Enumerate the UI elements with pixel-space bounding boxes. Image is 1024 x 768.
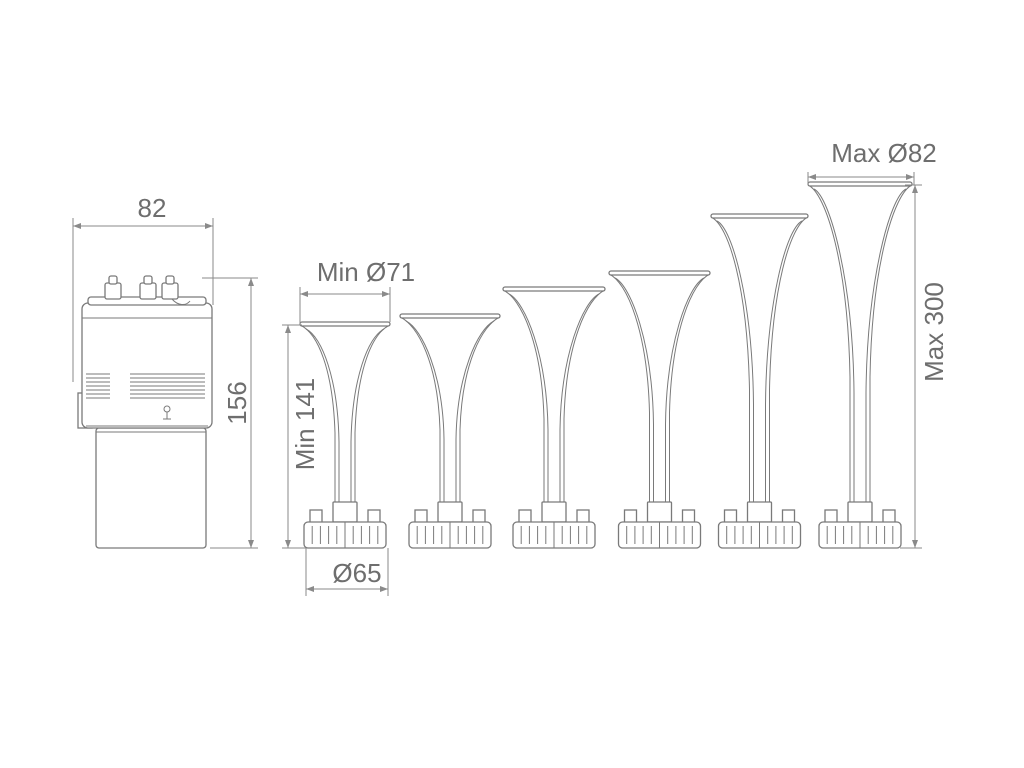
vent-left — [86, 373, 110, 399]
dim-horn-max-height: Max 300 — [900, 184, 949, 549]
horn-base — [617, 501, 702, 549]
horn-4 — [608, 270, 711, 549]
horn-1 — [299, 321, 391, 549]
horn-base — [717, 501, 802, 549]
compressor-nozzles — [104, 275, 191, 305]
label-horn-base-diameter: Ø65 — [332, 558, 381, 588]
horn-inner-outline — [305, 328, 385, 505]
horn-5 — [710, 213, 809, 549]
dim-compressor-height: 156 — [202, 277, 258, 549]
horn-base — [303, 501, 387, 549]
horns — [299, 181, 913, 549]
horn-inner-outline — [508, 293, 600, 505]
horn-inner-outline — [405, 320, 495, 505]
label-compressor-width: 82 — [138, 193, 167, 223]
horn-bell-outline — [502, 289, 606, 505]
horn-3 — [502, 286, 606, 549]
vent-right — [130, 373, 205, 399]
horn-2 — [399, 313, 501, 549]
horn-base — [818, 501, 902, 549]
compressor — [77, 275, 213, 549]
horn-inner-outline — [614, 277, 705, 505]
horn-bell-outline — [608, 273, 711, 505]
label-horn-max-height: Max 300 — [919, 282, 949, 382]
dim-compressor-width: 82 — [72, 193, 214, 382]
label-compressor-height: 156 — [222, 381, 252, 424]
horn-bell-rim — [299, 321, 391, 327]
horn-bell-outline — [710, 216, 809, 505]
dim-horn-base-diameter: Ø65 — [305, 548, 389, 596]
horn-bell-rim — [807, 181, 913, 187]
horn-bell-outline — [399, 316, 501, 505]
horn-inner-outline — [716, 220, 803, 505]
horn-bell-outline — [807, 184, 913, 505]
horn-bell-rim — [399, 313, 501, 319]
label-horn-max-diameter: Max Ø82 — [831, 138, 937, 168]
horn-inner-outline — [813, 188, 907, 505]
horn-bell-rim — [710, 213, 809, 219]
dim-horn-min-height: Min 141 — [282, 324, 320, 549]
label-horn-min-diameter: Min Ø71 — [317, 257, 415, 287]
dim-horn-max-diameter: Max Ø82 — [807, 138, 937, 185]
horn-bell-rim — [608, 270, 711, 276]
horn-base — [408, 501, 492, 549]
label-horn-min-height: Min 141 — [290, 378, 320, 471]
horn-bell-rim — [502, 286, 606, 292]
horn-6 — [807, 181, 913, 549]
dim-horn-min-diameter: Min Ø71 — [299, 257, 415, 325]
horn-base — [512, 501, 596, 549]
